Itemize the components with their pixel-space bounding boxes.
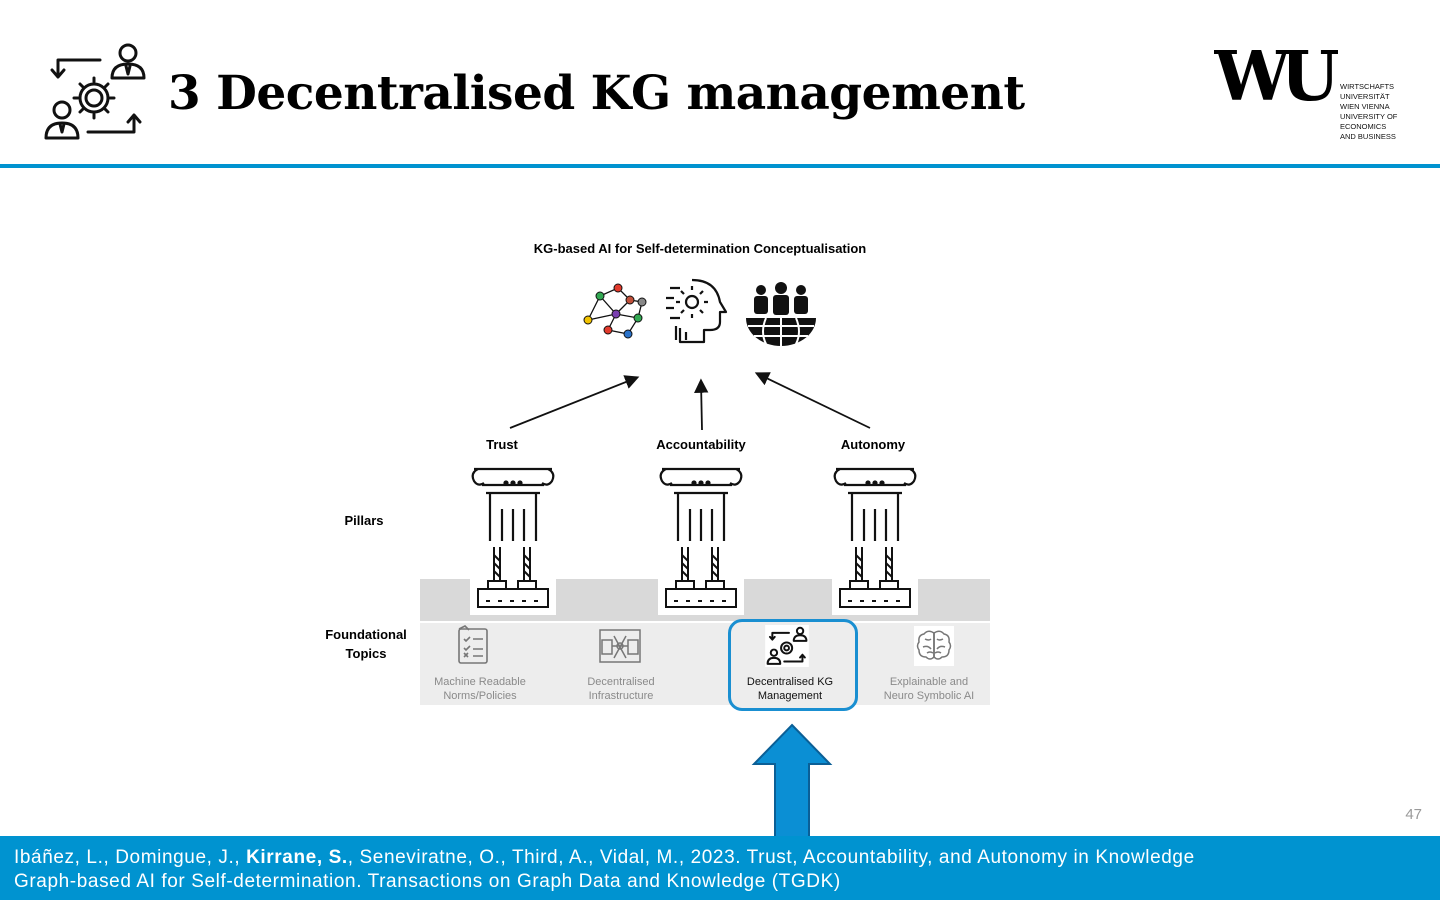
diagram-arrows [509,372,871,431]
arrow-autonomy [754,372,871,429]
pillar-label-accountability: Accountability [656,437,746,452]
citation-bar [0,836,1440,900]
row-label-pillars: Pillars [344,513,384,528]
pillar-label-autonomy: Autonomy [840,437,906,452]
pillar-accountability-icon [658,467,744,615]
decentralised-management-icon [44,43,146,140]
page-number: 47 [1405,806,1422,823]
diagram-title: KG-based AI for Self-determination Conce… [533,241,867,256]
page-title: 3 Decentralised KG management [168,66,1025,121]
highlight-arrow [751,723,833,838]
header-divider [0,164,1440,168]
pillar-trust-icon [470,467,556,615]
global-community-icon [746,282,816,346]
arrow-accountability [694,378,709,431]
wu-logo-text: WIRTSCHAFTS UNIVERSITÄT WIEN VIENNA UNIV… [1340,82,1398,141]
wu-logo: WU [1214,44,1338,108]
arrow-trust [509,375,640,429]
pillar-label-trust: Trust [486,437,518,452]
decentralised-management-icon [765,625,809,667]
svg-text:WU: WU [1214,44,1338,108]
foundational-topics-band [420,623,990,705]
pillar-autonomy-icon [832,467,918,615]
citation-bold-author: Kirrane, S. [246,847,348,868]
network-servers-icon [599,629,641,663]
row-label-foundational-topics: Foundational Topics [325,627,407,661]
brain-icon [914,626,954,666]
citation-text: Ibáñez, L., Domingue, J., Kirrane, S., S… [14,847,1195,892]
checklist-icon [458,625,488,664]
knowledge-graph-icon [583,283,647,339]
ai-head-icon [666,278,728,344]
